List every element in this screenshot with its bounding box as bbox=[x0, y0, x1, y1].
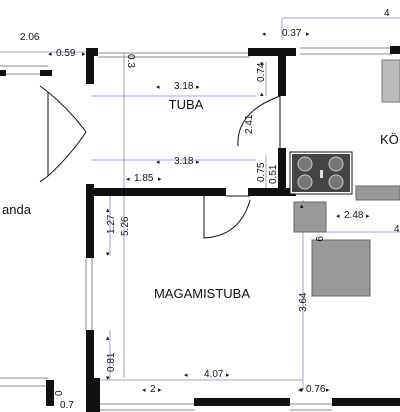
dimension-labels: 2.06 0.59 0.3 3.18 0.74 0.37 4 2.41 3.18… bbox=[20, 8, 400, 411]
dim-0-59: 0.59 bbox=[56, 48, 76, 59]
dim-9: 9 bbox=[313, 236, 324, 242]
dim-2: 2 bbox=[150, 384, 156, 395]
dim-3-64: 3.64 bbox=[298, 292, 309, 312]
svg-text:▸: ▸ bbox=[196, 84, 200, 91]
dim-0-75: 0.75 bbox=[256, 162, 267, 182]
stove bbox=[289, 151, 353, 195]
room-label-veranda: anda bbox=[2, 202, 32, 217]
svg-text:▸: ▸ bbox=[306, 31, 310, 38]
room-label-kook: KÖ bbox=[380, 132, 399, 147]
dim-0-51: 0.51 bbox=[268, 164, 279, 184]
fridge bbox=[293, 201, 327, 233]
dim-3-18-mid: 3.18 bbox=[174, 156, 194, 167]
svg-text:▾: ▾ bbox=[260, 61, 264, 68]
doors bbox=[39, 85, 281, 239]
room-label-magamistuba: MAGAMISTUBA bbox=[154, 286, 250, 301]
svg-text:◂: ◂ bbox=[298, 387, 302, 394]
svg-text:▸: ▸ bbox=[196, 159, 200, 166]
room-label-tuba: TUBA bbox=[169, 97, 204, 112]
dim-0-76: 0.76 bbox=[306, 384, 326, 395]
svg-text:◂: ◂ bbox=[262, 31, 266, 38]
dim-0-74: 0.74 bbox=[256, 62, 267, 82]
svg-text:▾: ▾ bbox=[106, 375, 110, 382]
dim-0-37: 0.37 bbox=[282, 28, 302, 39]
svg-text:◂: ◂ bbox=[126, 176, 130, 183]
walls bbox=[0, 46, 400, 412]
svg-text:▴: ▴ bbox=[106, 207, 110, 214]
sink-counter bbox=[381, 59, 400, 103]
svg-text:▸: ▸ bbox=[158, 176, 162, 183]
dim-4-07: 4.07 bbox=[204, 369, 224, 380]
svg-text:▾: ▾ bbox=[106, 251, 110, 258]
dim-1-27: 1.27 bbox=[106, 214, 117, 234]
svg-text:▾: ▾ bbox=[300, 387, 304, 394]
svg-text:▸: ▸ bbox=[366, 213, 370, 220]
cabinet bbox=[311, 239, 371, 297]
counter-right bbox=[355, 185, 400, 201]
svg-text:◂: ◂ bbox=[156, 84, 160, 91]
svg-text:▴: ▴ bbox=[106, 335, 110, 342]
dimension-guides bbox=[0, 17, 400, 390]
svg-text:◂: ◂ bbox=[48, 51, 52, 58]
dimension-arrows: ◂ ▸ ◂ ▸ ◂ ▸ ◂ ▸ ◂ ▸ ◂ ▸ ◂ ▸ ◂ ▸ ◂ ▸ ▴ ▾ ▴ ▾ ▴ ▾ ▴ ▾ bbox=[48, 31, 370, 394]
dim-0-3: 0.3 bbox=[125, 54, 136, 68]
windows bbox=[0, 47, 392, 411]
dim-0-bottom: 0 bbox=[54, 390, 65, 396]
svg-text:▸: ▸ bbox=[158, 387, 162, 394]
svg-text:▴: ▴ bbox=[300, 203, 304, 210]
svg-text:▸: ▸ bbox=[226, 372, 230, 379]
svg-text:▸: ▸ bbox=[326, 387, 330, 394]
dim-5-26: 5.26 bbox=[120, 216, 131, 236]
svg-text:◂: ◂ bbox=[156, 159, 160, 166]
svg-text:▴: ▴ bbox=[260, 91, 264, 98]
dim-1-85: 1.85 bbox=[134, 173, 154, 184]
dim-2-48: 2.48 bbox=[344, 210, 364, 221]
svg-text:◂: ◂ bbox=[336, 213, 340, 220]
dim-4-right: 4 bbox=[394, 224, 400, 235]
svg-text:◂: ◂ bbox=[184, 372, 188, 379]
dim-3-18-top: 3.18 bbox=[174, 81, 194, 92]
svg-text:▸: ▸ bbox=[82, 51, 86, 58]
dim-2-41: 2.41 bbox=[244, 114, 255, 134]
dim-0-81: 0.81 bbox=[106, 352, 117, 372]
svg-text:◂: ◂ bbox=[142, 387, 146, 394]
dim-4-top: 4 bbox=[384, 8, 390, 19]
dim-0-7: 0.7 bbox=[60, 400, 74, 411]
dim-2-06: 2.06 bbox=[20, 32, 40, 43]
